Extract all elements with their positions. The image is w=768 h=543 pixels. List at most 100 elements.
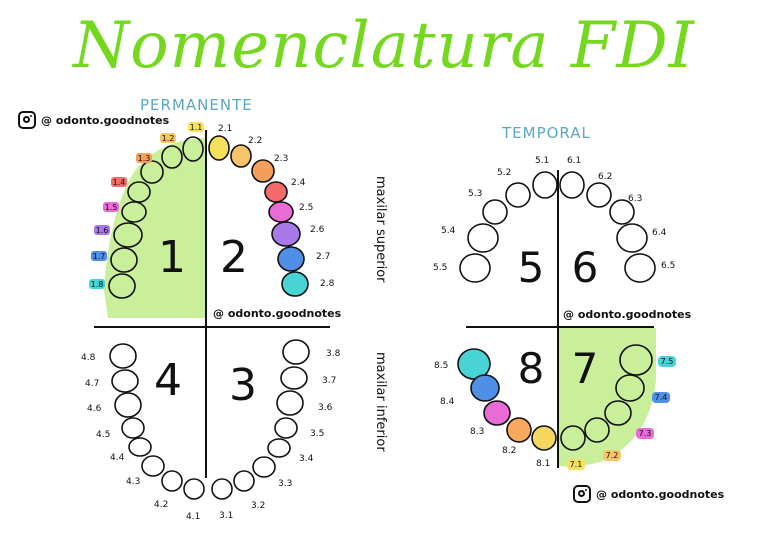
label-4-1: 4.1 <box>186 512 200 522</box>
instagram-handle-bottom: @ odonto.goodnotes <box>573 485 724 503</box>
tooth-3-3 <box>252 456 276 478</box>
label-3-4: 3.4 <box>299 454 314 464</box>
tooth-3-4 <box>267 438 291 458</box>
label-6-2: 6.2 <box>598 172 612 182</box>
label-3-1: 3.1 <box>219 511 233 521</box>
tooth-1-3 <box>140 160 164 184</box>
tooth-6-5 <box>624 253 656 283</box>
tooth-2-7 <box>277 246 305 272</box>
tooth-6-4 <box>616 223 648 253</box>
label-1-5: 1.5 <box>105 203 118 212</box>
quadrant-5-labels: 5.1 5.2 5.3 5.4 5.5 <box>433 156 549 273</box>
quadrant-7-teeth <box>560 344 653 451</box>
label-1-3: 1.3 <box>138 154 151 163</box>
tooth-2-6 <box>271 221 301 247</box>
tooth-4-8 <box>109 343 137 369</box>
instagram-icon <box>18 111 36 129</box>
tooth-8-3 <box>483 400 511 426</box>
label-2-1: 2.1 <box>218 124 232 134</box>
tooth-3-7 <box>280 366 308 390</box>
tooth-5-1 <box>532 171 558 199</box>
tooth-2-3 <box>251 159 275 183</box>
tooth-5-3 <box>482 199 508 225</box>
quadrant-2-teeth <box>208 135 309 297</box>
quadrant-1-labels: 1.1 1.2 1.3 1.4 1.5 1.6 1.7 1.8 <box>89 122 204 289</box>
label-7-4: 7.4 <box>655 393 668 402</box>
label-7-5: 7.5 <box>661 357 674 366</box>
instagram-handle-top: @ odonto.goodnotes <box>18 111 169 129</box>
label-2-3: 2.3 <box>274 154 288 164</box>
quadrant-4-labels: 4.8 4.7 4.6 4.5 4.4 4.3 4.2 4.1 <box>81 353 200 522</box>
badge-1-7 <box>91 251 107 261</box>
label-3-3: 3.3 <box>278 479 292 489</box>
quadrant-number-3: 3 <box>229 360 257 411</box>
tooth-4-5 <box>121 417 145 439</box>
badge-7-1 <box>567 459 585 470</box>
tooth-4-3 <box>141 455 165 477</box>
quadrant-8-labels: 8.5 8.4 8.3 8.2 8.1 <box>434 361 550 469</box>
handle-text: @ odonto.goodnotes <box>596 487 725 501</box>
quadrant-3-teeth <box>211 339 310 500</box>
page-title: Nomenclatura FDI <box>73 9 695 83</box>
label-7-2: 7.2 <box>606 451 619 460</box>
quadrant-7-labels: 7.1 7.2 7.3 7.4 7.5 <box>567 356 676 470</box>
quadrant-1-highlight <box>104 138 206 318</box>
tooth-1-7 <box>110 247 138 273</box>
label-2-8: 2.8 <box>320 279 335 289</box>
badge-7-4 <box>652 392 670 403</box>
quadrant-2-labels: 2.1 2.2 2.3 2.4 2.5 2.6 2.7 2.8 <box>218 124 335 289</box>
tooth-1-4 <box>127 181 151 203</box>
tooth-3-5 <box>274 417 298 439</box>
tooth-8-4 <box>470 374 500 402</box>
label-8-3: 8.3 <box>470 427 484 437</box>
label-6-5: 6.5 <box>661 261 675 271</box>
tooth-1-2 <box>161 145 183 169</box>
label-5-5: 5.5 <box>433 263 447 273</box>
handle-text: @ odonto.goodnotes <box>41 113 170 127</box>
label-4-8: 4.8 <box>81 353 96 363</box>
tooth-7-2 <box>584 417 610 443</box>
label-6-4: 6.4 <box>652 228 667 238</box>
permanent-label: PERMANENTE <box>140 96 253 114</box>
badge-1-1 <box>188 122 204 132</box>
tooth-4-6 <box>114 392 142 418</box>
label-3-8: 3.8 <box>326 349 341 359</box>
badge-1-6 <box>94 225 110 235</box>
tooth-5-2 <box>505 182 531 208</box>
quadrant-4-teeth <box>109 343 205 500</box>
label-1-2: 1.2 <box>162 134 175 143</box>
tooth-2-8 <box>281 271 309 297</box>
quadrant-number-5: 5 <box>518 243 545 292</box>
tooth-3-8 <box>282 339 310 365</box>
label-4-4: 4.4 <box>110 453 125 463</box>
label-6-3: 6.3 <box>628 194 642 204</box>
temporal-label: TEMPORAL <box>502 124 591 142</box>
quadrant-number-2: 2 <box>220 232 248 283</box>
quadrant-number-6: 6 <box>572 243 599 292</box>
tooth-6-2 <box>586 182 612 208</box>
tooth-4-7 <box>111 369 139 393</box>
label-4-5: 4.5 <box>96 430 110 440</box>
tooth-2-5 <box>268 201 294 223</box>
label-5-1: 5.1 <box>535 156 549 166</box>
label-2-7: 2.7 <box>316 252 330 262</box>
label-4-7: 4.7 <box>85 379 99 389</box>
quadrant-3-labels: 3.8 3.7 3.6 3.5 3.4 3.3 3.2 3.1 <box>219 349 341 521</box>
label-2-6: 2.6 <box>310 225 325 235</box>
label-8-2: 8.2 <box>502 446 516 456</box>
label-8-4: 8.4 <box>440 397 455 407</box>
label-2-4: 2.4 <box>291 178 306 188</box>
tooth-3-2 <box>233 470 255 492</box>
instagram-icon <box>573 485 591 503</box>
quadrant-number-7: 7 <box>572 344 599 393</box>
handle-text-permanent: @ odonto.goodnotes <box>213 307 342 320</box>
tooth-1-6 <box>113 222 143 248</box>
tooth-2-1 <box>208 135 230 161</box>
badge-1-4 <box>111 177 127 187</box>
tooth-1-1 <box>182 136 204 162</box>
tooth-7-5 <box>619 344 653 376</box>
tooth-4-1 <box>183 478 205 500</box>
label-1-6: 1.6 <box>96 226 109 235</box>
label-1-8: 1.8 <box>91 280 104 289</box>
